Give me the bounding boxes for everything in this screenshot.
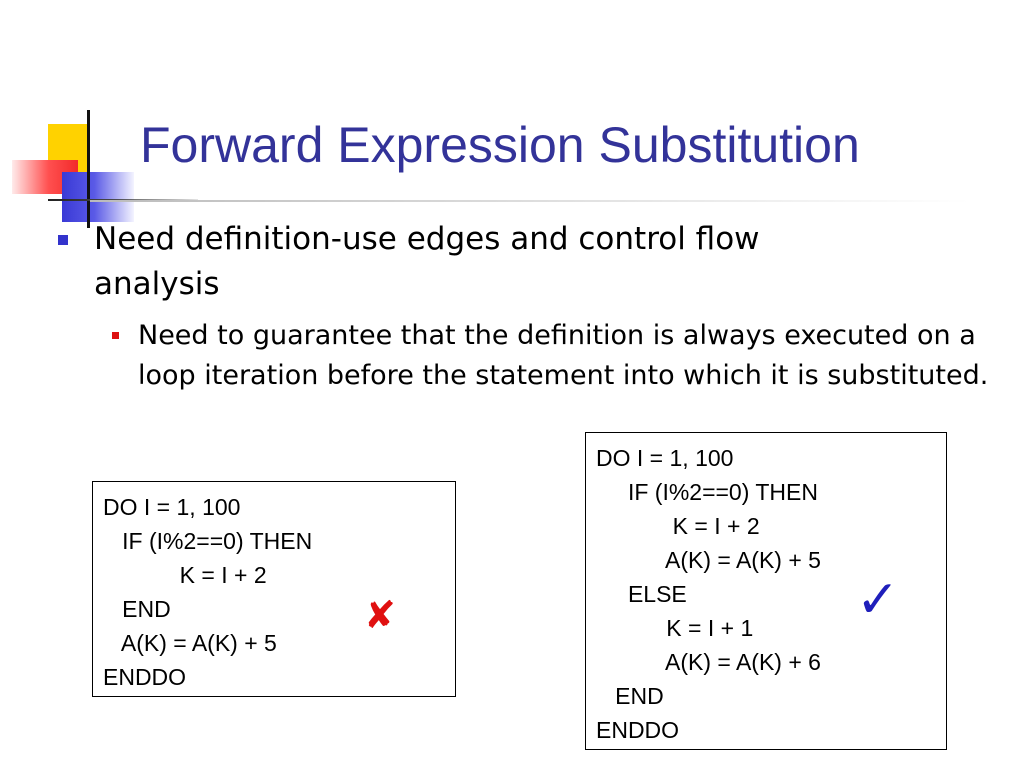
code-line: IF (I%2==0) THEN — [103, 528, 313, 554]
code-line: ENDDO — [103, 664, 187, 690]
code-line: A(K) = A(K) + 5 — [596, 547, 821, 573]
sub-bullet-square-icon — [112, 332, 119, 339]
cross-mark-icon: ✘ — [364, 593, 396, 637]
code-line: K = I + 1 — [596, 615, 754, 641]
bullet-item: Need definition-use edges and control fl… — [58, 217, 858, 307]
sub-bullet-item: Need to guarantee that the definition is… — [112, 316, 992, 396]
sub-bullet-text: Need to guarantee that the definition is… — [138, 320, 989, 391]
slide-logo-decoration — [0, 0, 198, 240]
code-line: ELSE — [596, 581, 687, 607]
code-box-correct: DO I = 1, 100 IF (I%2==0) THEN K = I + 2… — [585, 432, 947, 750]
code-line: DO I = 1, 100 — [103, 494, 241, 520]
logo-vertical-line — [87, 110, 90, 228]
code-box-incorrect: DO I = 1, 100 IF (I%2==0) THEN K = I + 2… — [92, 481, 456, 697]
code-line: K = I + 2 — [596, 513, 760, 539]
code-line: ENDDO — [596, 717, 680, 743]
code-line: END — [596, 683, 664, 709]
code-line: K = I + 2 — [103, 562, 267, 588]
code-line: END — [103, 596, 171, 622]
bullet-square-icon — [58, 235, 68, 245]
title-divider — [90, 200, 970, 202]
bullet-text: Need definition-use edges and control fl… — [94, 221, 760, 302]
code-line: A(K) = A(K) + 5 — [103, 630, 277, 656]
code-line: DO I = 1, 100 — [596, 445, 734, 471]
check-mark-icon: ✓ — [856, 570, 900, 630]
code-line: IF (I%2==0) THEN — [596, 479, 818, 505]
blue-square-decoration — [62, 172, 134, 222]
code-line: A(K) = A(K) + 6 — [596, 649, 821, 675]
slide-title: Forward Expression Substitution — [140, 117, 860, 173]
